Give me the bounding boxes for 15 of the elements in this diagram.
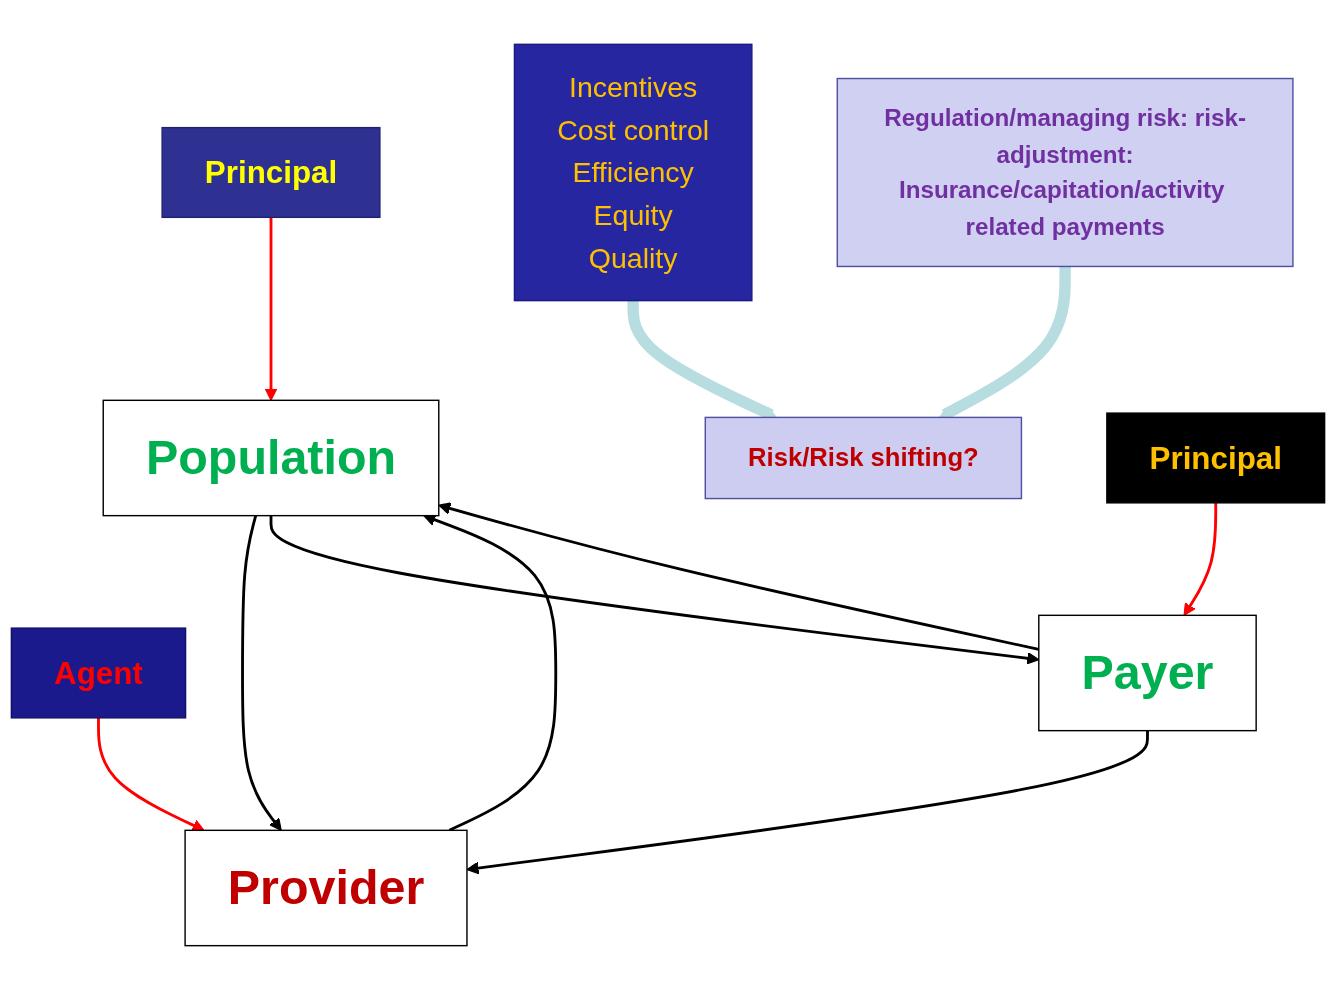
arrow xyxy=(97,717,205,832)
node-box: Principal xyxy=(161,126,381,219)
node-box: Risk/Risk shifting? xyxy=(704,416,1023,500)
node-box: Principal xyxy=(1106,412,1326,504)
arrow xyxy=(466,730,1149,875)
arrow xyxy=(241,515,282,831)
node-box: Payer xyxy=(1038,614,1257,732)
node-box: Agent xyxy=(10,627,187,719)
node-box: Incentives Cost control Efficiency Equity Quality xyxy=(513,43,753,302)
node-box: Population xyxy=(102,399,440,517)
arrow xyxy=(423,513,558,832)
arrow xyxy=(264,217,278,401)
node-box: Regulation/managing risk: risk-adjustment: Insurance/capitation/activity related payments xyxy=(836,77,1294,268)
node-box: Provider xyxy=(184,829,468,947)
arrow xyxy=(1183,502,1218,616)
